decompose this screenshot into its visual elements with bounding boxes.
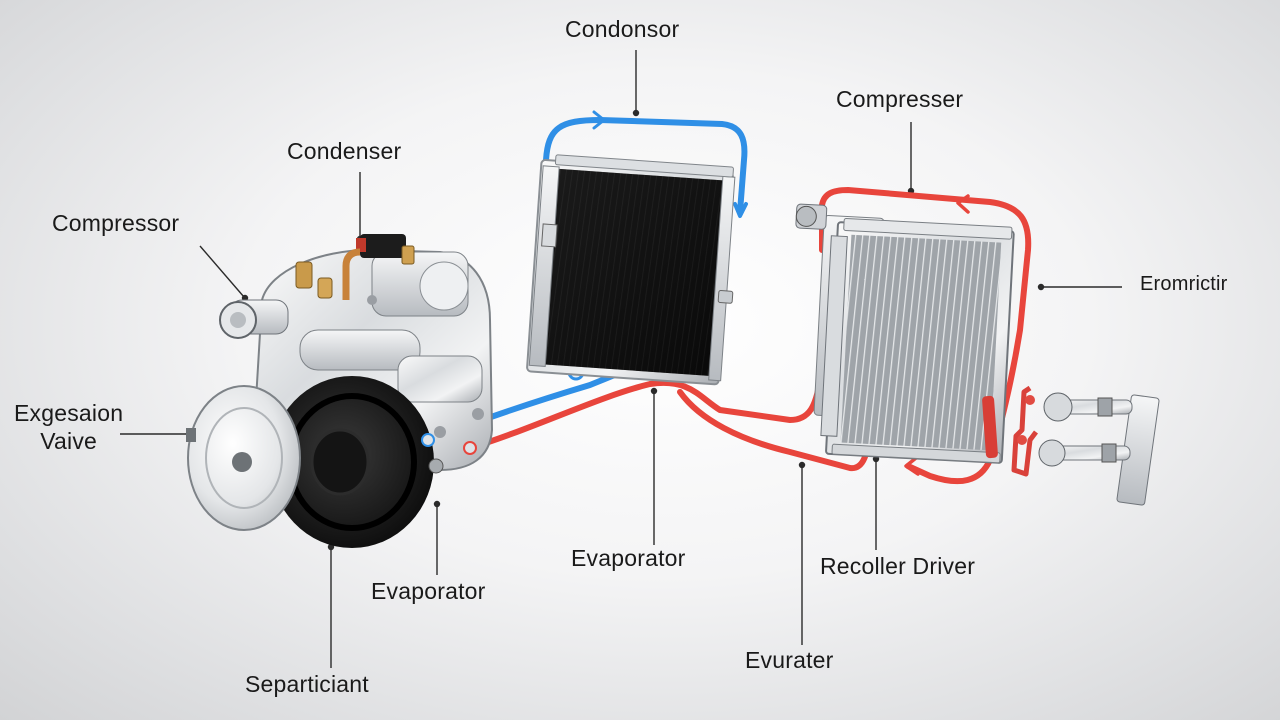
evaporator-bottom-rail: [831, 443, 1001, 464]
hot-line-compressor-out: [467, 377, 823, 451]
compressor-outlet-blue: [421, 433, 435, 447]
compressor-clutch-ring: [205, 407, 283, 509]
compressor-bolt-1: [434, 426, 446, 438]
label-evaporator-center: Evaporator: [571, 545, 686, 571]
evaporator-core: [840, 234, 1002, 451]
valve-nut-upper: [1097, 397, 1113, 417]
compressor-brass-fitting-3: [401, 245, 415, 265]
compressor-cylinder-1: [299, 329, 421, 371]
evaporator-side-tank: [820, 235, 848, 437]
compressor-top-dome: [419, 261, 469, 311]
compressor-bolt-2: [472, 408, 484, 420]
leader-dot-thermistor: [1037, 283, 1045, 291]
leader-dot-evaporator-bottom: [798, 461, 806, 469]
compressor-pulley-hub: [310, 428, 370, 496]
valve-knob-lower: [1038, 439, 1066, 467]
valve-red-clip: [982, 395, 998, 459]
evaporator-top-rail: [843, 217, 1013, 240]
label-evaporator-bottom: Evurater: [745, 647, 834, 673]
compressor-copper-pipe: [342, 248, 361, 300]
evaporator-inlet-cap: [795, 205, 817, 227]
label-compressor-top-right: Compresser: [836, 86, 964, 112]
compressor-outlet-red: [463, 441, 477, 455]
evaporator-radiator-icon: [795, 203, 1015, 464]
leader-lines: [120, 50, 1122, 668]
label-superheat: Separticiant: [245, 671, 369, 697]
hot-line-arrow-bottom: [904, 456, 920, 476]
hot-line-arrow-top: [956, 194, 970, 214]
compressor-clutch-center: [232, 452, 252, 472]
label-compressor-left: Compressor: [52, 210, 180, 236]
compressor-sensor-block: [360, 234, 406, 258]
compressor-side-bolt: [428, 458, 444, 474]
label-receiver-drier: Recoller Driver: [820, 553, 976, 579]
condenser-radiator-icon: [526, 154, 736, 386]
valve-red-fitting-2: [1017, 435, 1027, 445]
condenser-top-rail: [554, 154, 734, 178]
compressor-cylinder-2: [397, 355, 483, 403]
compressor-brass-fitting-2: [317, 277, 333, 299]
compressor-clutch-tab: [186, 428, 196, 442]
cold-line-arrow-top: [592, 110, 606, 130]
compressor-bolt-3: [367, 295, 377, 305]
valve-nut-lower: [1101, 443, 1117, 463]
leader-dot-evaporator-center: [650, 387, 658, 395]
label-condenser-left: Condenser: [287, 138, 402, 164]
expansion-valve-icon: [982, 385, 1160, 506]
condenser-core-shade: [545, 168, 725, 377]
condenser-side-tank: [528, 165, 560, 367]
compressor-unit-icon: [186, 234, 494, 548]
compressor-brass-fitting-1: [295, 261, 313, 289]
label-thermistor: Eromrictir: [1140, 273, 1228, 295]
compressor-port-inner: [230, 312, 246, 328]
label-condenser-top: Condonsor: [565, 16, 680, 42]
label-expansion-valve: Exgesaion Vaive: [14, 400, 124, 454]
cold-line-arrow-head: [733, 202, 748, 218]
hot-line-evaporator-loop: [819, 187, 1032, 485]
valve-red-bracket: [1011, 385, 1038, 477]
compressor-sensor-tab: [356, 238, 366, 252]
valve-knob-upper: [1043, 392, 1073, 422]
leader-dot-evaporator-left: [433, 500, 441, 508]
valve-red-fitting-1: [1025, 395, 1035, 405]
refrigerant-lines: [425, 110, 1032, 485]
condenser-bracket: [541, 223, 558, 248]
label-evaporator-left: Evaporator: [371, 578, 486, 604]
leader-compressor-left: [199, 245, 245, 298]
leader-dot-condenser-top: [632, 109, 640, 117]
condenser-fitting: [717, 290, 734, 304]
